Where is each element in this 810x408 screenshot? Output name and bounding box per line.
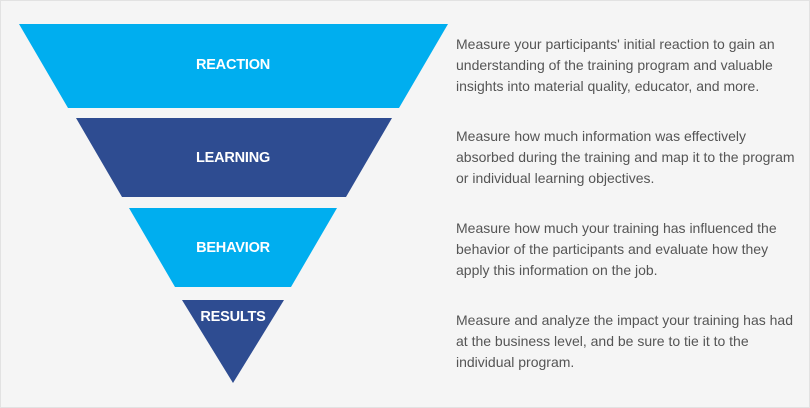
funnel-level-behavior (129, 208, 337, 287)
funnel-level-reaction (19, 24, 448, 108)
funnel-level-learning (76, 118, 392, 197)
level-description-learning: Measure how much information was effecti… (456, 128, 795, 186)
level-description-behavior: Measure how much your training has influ… (456, 220, 777, 278)
level-label-learning: LEARNING (195, 150, 271, 166)
funnel-level-results (182, 300, 284, 383)
level-label-reaction: REACTION (195, 57, 271, 73)
level-label-behavior: BEHAVIOR (196, 240, 270, 256)
level-description-results: Measure and analyze the impact your trai… (456, 312, 793, 370)
level-description-reaction: Measure your participants' initial react… (456, 36, 775, 94)
level-label-results: RESULTS (200, 309, 266, 325)
